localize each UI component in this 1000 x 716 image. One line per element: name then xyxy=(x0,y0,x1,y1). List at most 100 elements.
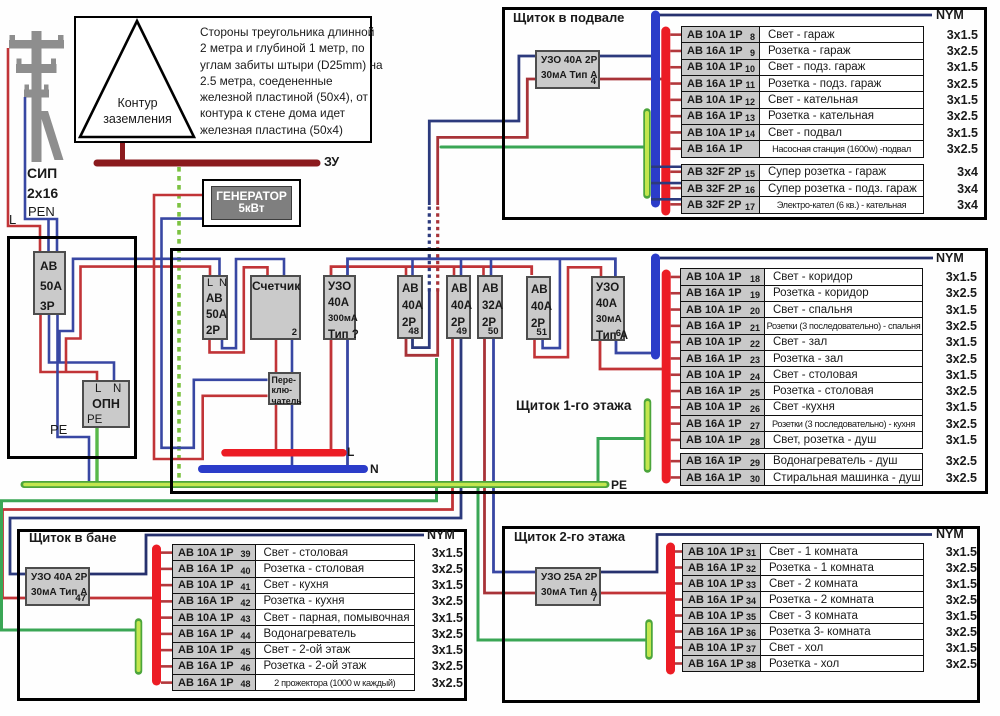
breaker-name: АВ 10А 1Р xyxy=(686,368,742,381)
circuit-description: Розетка - хол xyxy=(761,655,924,673)
circuit-description: Свет - кательная xyxy=(760,91,924,109)
main-pe-rail-label: PE xyxy=(611,478,628,492)
bath-pe-wire xyxy=(0,358,438,632)
circuit-description: Свет - подз. гараж xyxy=(760,58,924,77)
pe-down-wire xyxy=(56,315,91,482)
floor2-nym-line xyxy=(601,533,932,574)
cable-size: 3х1.5 xyxy=(431,578,463,593)
circuit-description: Розетка - коридор xyxy=(765,284,923,303)
av2p-n-label: N xyxy=(219,276,227,289)
circuit-description: Свет - 3 комната xyxy=(761,607,924,625)
av3p-to-opn-l xyxy=(39,315,99,381)
floor1-pe-link xyxy=(596,437,645,482)
basement-feed-l xyxy=(436,77,536,205)
floor2-feed-l xyxy=(483,339,536,595)
bath-feed-n xyxy=(8,339,463,576)
floor2-nym-label: NYM xyxy=(936,527,964,541)
breaker-name: АВ 10А 1Р xyxy=(688,545,744,558)
breaker-name: АВ 16А 1Р xyxy=(687,77,743,90)
circuit-description: Водонагреватель xyxy=(255,625,415,643)
circuit-number: 12 xyxy=(744,96,755,107)
circuit-number: 48 xyxy=(240,679,251,690)
breaker-name: АВ 16А 1Р xyxy=(686,352,742,365)
circuit-number: 45 xyxy=(240,646,251,657)
breaker-name: АВ 10А 1Р xyxy=(688,609,744,622)
main-n-bus xyxy=(346,257,617,467)
av48-breaker: АВ 40А 2Р 48 xyxy=(397,275,423,339)
breaker-name: АВ 10А 1Р xyxy=(688,577,744,590)
uzo7-line1: УЗО 25А 2Р xyxy=(541,572,598,583)
breaker-cell: АВ 16А 1Р 48 xyxy=(172,674,256,692)
floor2-feed-n xyxy=(492,339,536,574)
grounding-note-line: Стороны треугольника длинной xyxy=(200,25,375,39)
circuit-number: 33 xyxy=(745,580,756,591)
uzo-300ma-box: УЗО 40А 300мА Тип ? xyxy=(323,275,359,341)
circuit-number: 26 xyxy=(749,404,760,415)
circuit-number: 18 xyxy=(749,273,760,284)
cable-size: 3х1.5 xyxy=(431,545,463,560)
circuit-description: Свет, розетка - душ xyxy=(765,431,923,449)
uzo4-line2: 30мА Тип А xyxy=(541,69,598,81)
breaker-name: АВ 16А 1Р xyxy=(178,627,234,640)
circuit-number: 17 xyxy=(744,201,755,212)
cable-size: 3х1.5 xyxy=(945,302,977,317)
breaker-name: АВ 16А 1Р xyxy=(686,455,742,468)
av50-breaker: АВ 32А 2Р 50 xyxy=(477,275,503,339)
circuit-description: Свет - парная, помывочная xyxy=(255,609,415,627)
cable-size: 3х1.5 xyxy=(945,640,977,655)
input-to-main-n xyxy=(58,257,221,363)
breaker-name: АВ 10А 1Р xyxy=(687,126,743,139)
uzo47-box: УЗО 40А 2Р 30мА Тип А 47 xyxy=(25,567,90,606)
floor2-pe-wire xyxy=(476,486,646,642)
cable-size: 3х1.5 xyxy=(945,335,977,350)
breaker-name: АВ 16А 1Р xyxy=(178,676,234,689)
circuit-description: Водонагреватель - душ xyxy=(765,452,923,470)
circuit-description: Розетка - столовая xyxy=(765,382,923,400)
sip-label-2: 2х16 xyxy=(27,185,59,201)
circuit-description: Розетка - 2 комната xyxy=(761,591,924,609)
utility-pole-icon xyxy=(9,31,64,162)
cable-size: 3х2.5 xyxy=(945,416,977,431)
uzo6-line1: УЗО xyxy=(596,282,620,294)
cable-size: 3х4 xyxy=(957,165,978,180)
opn-surge-arrester: L N ОПН РЕ xyxy=(82,380,130,428)
triangle-label-1: Контур xyxy=(117,96,158,110)
breaker-name: АВ 16А 1Р xyxy=(687,45,743,58)
circuit-description: 2 прожектора (1000 w каждый) xyxy=(255,674,415,692)
generator-n-wire xyxy=(160,217,268,450)
basement-feed-n xyxy=(427,54,536,205)
av49-num: 49 xyxy=(456,326,467,337)
breaker-name: АВ 32F 2Р xyxy=(687,166,742,179)
uzo47-line1: УЗО 40А 2Р xyxy=(31,572,88,583)
circuit-description: Розетка - гараж xyxy=(760,42,924,60)
cable-size: 3х2.5 xyxy=(945,454,977,469)
av51-line1: АВ xyxy=(531,283,548,296)
uzo6-num: 6 xyxy=(615,328,621,339)
circuit-number: 16 xyxy=(744,185,755,196)
floor1-title: Щиток 1-го этажа xyxy=(516,398,632,413)
breaker-name: АВ 10А 1Р xyxy=(686,336,742,349)
circuit-number: 41 xyxy=(240,581,251,592)
circuit-description: Розетка - зал xyxy=(765,349,923,368)
av48-line3: 2Р xyxy=(402,317,417,329)
breaker-name: АВ 10А 1Р xyxy=(178,579,234,592)
circuit-number: 44 xyxy=(240,630,251,641)
av51-line3: 2Р xyxy=(531,317,546,330)
